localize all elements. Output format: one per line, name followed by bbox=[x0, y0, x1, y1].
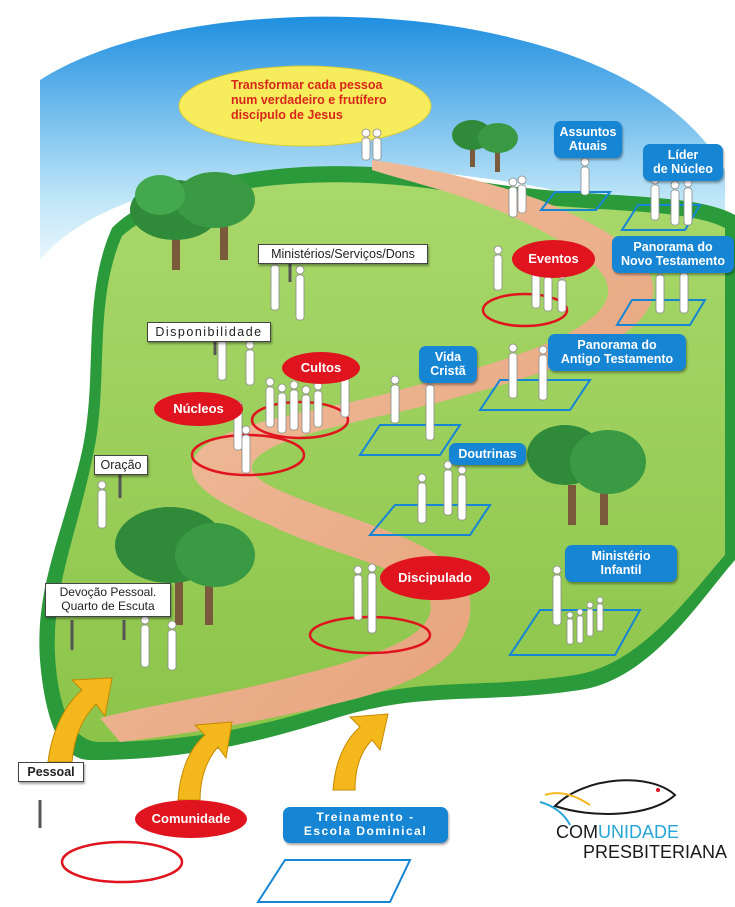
label-novo-testamento: Panorama do Novo Testamento bbox=[612, 236, 734, 273]
person-figure bbox=[289, 380, 299, 431]
sign-pessoal: Pessoal bbox=[18, 762, 84, 783]
sign-disponibilidade: Disponibilidade bbox=[147, 322, 271, 343]
person-figure bbox=[390, 375, 400, 424]
logo-com: COM bbox=[556, 822, 598, 842]
sign-oracao: Oração bbox=[94, 455, 148, 476]
arrow-pessoal bbox=[47, 677, 113, 763]
label-ministerio-infantil: Ministério Infantil bbox=[565, 545, 677, 582]
label-cultos: Cultos bbox=[282, 352, 360, 384]
ring-eventos bbox=[481, 292, 569, 328]
person-figure bbox=[655, 265, 665, 314]
person-figure bbox=[650, 175, 660, 221]
sign-devocao: Devoção Pessoal. Quarto de Escuta bbox=[45, 583, 171, 617]
logo-text-comunidade: COMUNIDADE bbox=[556, 822, 716, 843]
person-figure bbox=[295, 265, 305, 321]
label-assuntos-atuais: Assuntos Atuais bbox=[554, 121, 622, 158]
person-figure bbox=[576, 608, 584, 644]
label-vida-crista: Vida Cristã bbox=[419, 346, 477, 383]
tree-top-right bbox=[452, 120, 518, 172]
person-figure bbox=[417, 473, 427, 524]
ring-cultos bbox=[250, 400, 350, 440]
person-figure bbox=[367, 563, 377, 634]
person-figure bbox=[580, 157, 590, 196]
person-figure bbox=[425, 375, 435, 441]
person-figure bbox=[670, 180, 680, 226]
goal-text: Transformar cada pessoa num verdadeiro e… bbox=[231, 78, 387, 122]
person-figure bbox=[683, 178, 693, 226]
label-treinamento: Treinamento - Escola Dominical bbox=[283, 807, 448, 843]
person-figure bbox=[361, 128, 371, 161]
logo-text-presbiteriana: PRESBITERIANA bbox=[583, 842, 728, 862]
person-figure bbox=[443, 460, 453, 516]
person-figure bbox=[566, 611, 574, 645]
label-doutrinas: Doutrinas bbox=[449, 443, 526, 466]
person-figure bbox=[508, 343, 518, 399]
area-assuntos bbox=[538, 191, 613, 211]
person-figure bbox=[301, 385, 311, 434]
logo-unidade: UNIDADE bbox=[598, 822, 680, 842]
people bbox=[97, 128, 693, 671]
label-antigo-testamento: Panorama do Antigo Testamento bbox=[548, 334, 686, 371]
label-comunidade: Comunidade bbox=[135, 800, 247, 838]
person-figure bbox=[277, 383, 287, 434]
person-figure bbox=[245, 340, 255, 386]
person-figure bbox=[353, 565, 363, 621]
tree-left-top bbox=[130, 172, 255, 270]
person-figure bbox=[596, 596, 604, 632]
person-figure bbox=[265, 377, 275, 428]
ring-comunidade bbox=[60, 840, 184, 884]
sign-ministerios: Ministérios/Serviços/Dons bbox=[258, 244, 428, 265]
person-figure bbox=[97, 480, 107, 529]
person-figure bbox=[552, 565, 562, 626]
area-treinamento bbox=[256, 859, 412, 903]
person-figure bbox=[517, 175, 527, 214]
person-figure bbox=[313, 381, 323, 428]
arrow-treinamento bbox=[332, 713, 389, 791]
person-figure bbox=[372, 128, 382, 161]
area-ministerio-infantil bbox=[508, 609, 642, 656]
area-antigo-testamento bbox=[478, 379, 592, 411]
person-figure bbox=[493, 245, 503, 291]
sky bbox=[40, 16, 725, 260]
label-lider-nucleo: Líder de Núcleo bbox=[643, 144, 723, 181]
winding-path bbox=[100, 160, 654, 742]
arrow-comunidade bbox=[177, 721, 233, 801]
person-figure bbox=[586, 601, 594, 637]
person-figure bbox=[508, 177, 518, 218]
person-figure bbox=[241, 425, 251, 474]
label-discipulado: Discipulado bbox=[380, 556, 490, 600]
tree-right-mid bbox=[527, 425, 646, 525]
logo-fish-icon bbox=[539, 779, 677, 826]
label-eventos: Eventos bbox=[512, 240, 595, 278]
person-figure bbox=[538, 345, 548, 401]
person-figure bbox=[457, 465, 467, 521]
label-nucleos: Núcleos bbox=[154, 392, 243, 426]
goal-bubble bbox=[178, 65, 432, 147]
person-figure bbox=[167, 620, 177, 671]
tree-left-bottom bbox=[115, 507, 255, 625]
